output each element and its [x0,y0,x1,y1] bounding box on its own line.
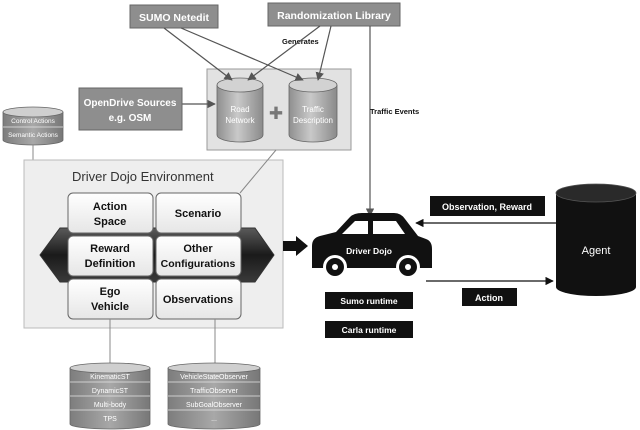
other-label-2: Configurations [161,258,236,270]
other-label-1: Other [183,243,213,255]
car-icon: Driver Dojo [312,213,432,279]
observer-item: ... [211,416,217,423]
road-network-label-1: Road [230,105,249,114]
actions-stack: Control Actions Semantic Actions [2,106,64,146]
action-space-cell: Action Space [67,192,154,234]
sumo-runtime-label: Sumo runtime [340,296,397,306]
action-box: Action [462,288,517,306]
sumo-runtime-box: Sumo runtime [325,292,413,309]
randomization-library-label: Randomization Library [277,10,391,22]
observations-cell: Observations [155,278,242,320]
vehicle-model-item: KinematicST [90,374,130,381]
agent-cylinder: Agent [555,183,637,296]
traffic-description-label-2: Description [293,116,333,125]
sumo-netedit-label: SUMO Netedit [139,12,210,24]
semantic-actions-label: Semantic Actions [8,132,59,139]
environment-to-car-arrow [283,236,308,256]
agent-label: Agent [582,245,611,257]
reward-label-2: Definition [85,258,136,270]
reward-definition-cell: Reward Definition [67,235,154,277]
observer-item: VehicleStateObserver [180,374,248,381]
environment-title: Driver Dojo Environment [72,169,214,184]
generate-arrows [163,25,332,109]
control-actions-label: Control Actions [11,118,55,125]
traffic-description-cylinder: Traffic Description [288,77,338,143]
randomization-library-box: Randomization Library [267,2,401,27]
ego-label-2: Vehicle [91,301,129,313]
observation-reward-label: Observation, Reward [442,202,532,212]
observer-item: SubGoalObserver [186,402,243,409]
carla-runtime-box: Carla runtime [325,321,413,338]
generates-label: Generates [282,37,319,46]
road-network-label-2: Network [225,116,255,125]
action-space-label-1: Action [93,201,128,213]
vehicle-models-stack: KinematicST DynamicST Multi-body TPS [69,362,151,430]
ego-vehicle-cell: Ego Vehicle [67,278,154,320]
other-configurations-cell: Other Configurations [155,235,242,277]
opendrive-label-2: e.g. OSM [109,113,152,124]
carla-runtime-label: Carla runtime [342,325,397,335]
observations-label: Observations [163,294,233,306]
vehicle-model-item: DynamicST [92,388,129,395]
action-space-label-2: Space [94,216,126,228]
action-label: Action [475,293,503,303]
reward-label-1: Reward [90,243,130,255]
vehicle-model-item: Multi-body [94,402,127,409]
ego-label-1: Ego [100,286,121,298]
road-network-cylinder: Road Network [216,77,264,143]
traffic-events-label: Traffic Events [370,107,419,116]
car-label: Driver Dojo [346,246,392,256]
traffic-description-label-1: Traffic [302,105,324,114]
observers-stack: VehicleStateObserver TrafficObserver Sub… [167,362,261,430]
observer-item: TrafficObserver [190,388,239,395]
vehicle-model-item: TPS [103,416,117,423]
opendrive-label-1: OpenDrive Sources [84,98,177,109]
scenario-connector [239,149,277,194]
environment-cells: Action Space Scenario Reward Definition … [67,192,242,320]
opendrive-sources-box: OpenDrive Sources e.g. OSM [78,87,183,131]
sumo-netedit-box: SUMO Netedit [129,4,219,29]
observation-reward-box: Observation, Reward [430,196,545,216]
scenario-cell: Scenario [155,192,242,234]
scenario-label: Scenario [175,208,222,220]
plus-icon: ✚ [269,104,283,123]
